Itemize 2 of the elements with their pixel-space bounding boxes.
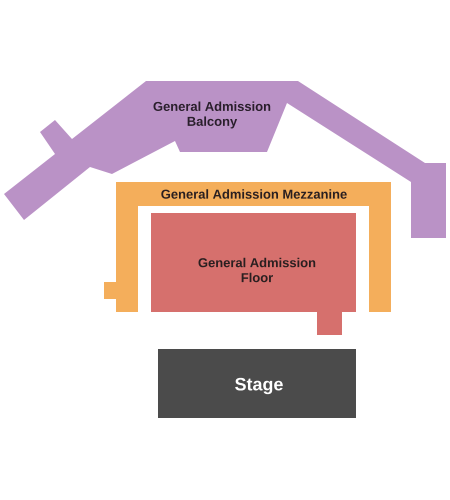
- seating-section: General Admission Floor: [151, 213, 356, 335]
- stage-area: Stage: [158, 349, 356, 418]
